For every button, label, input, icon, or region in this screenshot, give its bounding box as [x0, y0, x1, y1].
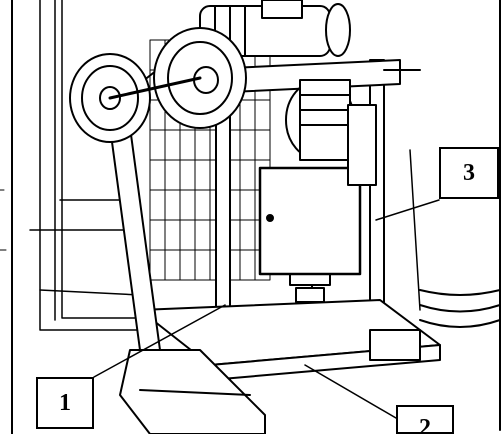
leader-line-1 [93, 304, 226, 378]
base-frame [119, 299, 441, 434]
leader-lines [93, 199, 440, 419]
control-box [258, 104, 377, 286]
callout-label-2: 2 [396, 405, 454, 434]
leader-line-2 [304, 364, 397, 419]
leader-line-3 [375, 199, 440, 221]
barrel [409, 149, 501, 328]
hoist-drum [285, 79, 355, 161]
pulley-wheel-icon [69, 27, 247, 143]
callout-label-3: 3 [439, 147, 499, 199]
callout-label-1: 1 [36, 377, 94, 429]
